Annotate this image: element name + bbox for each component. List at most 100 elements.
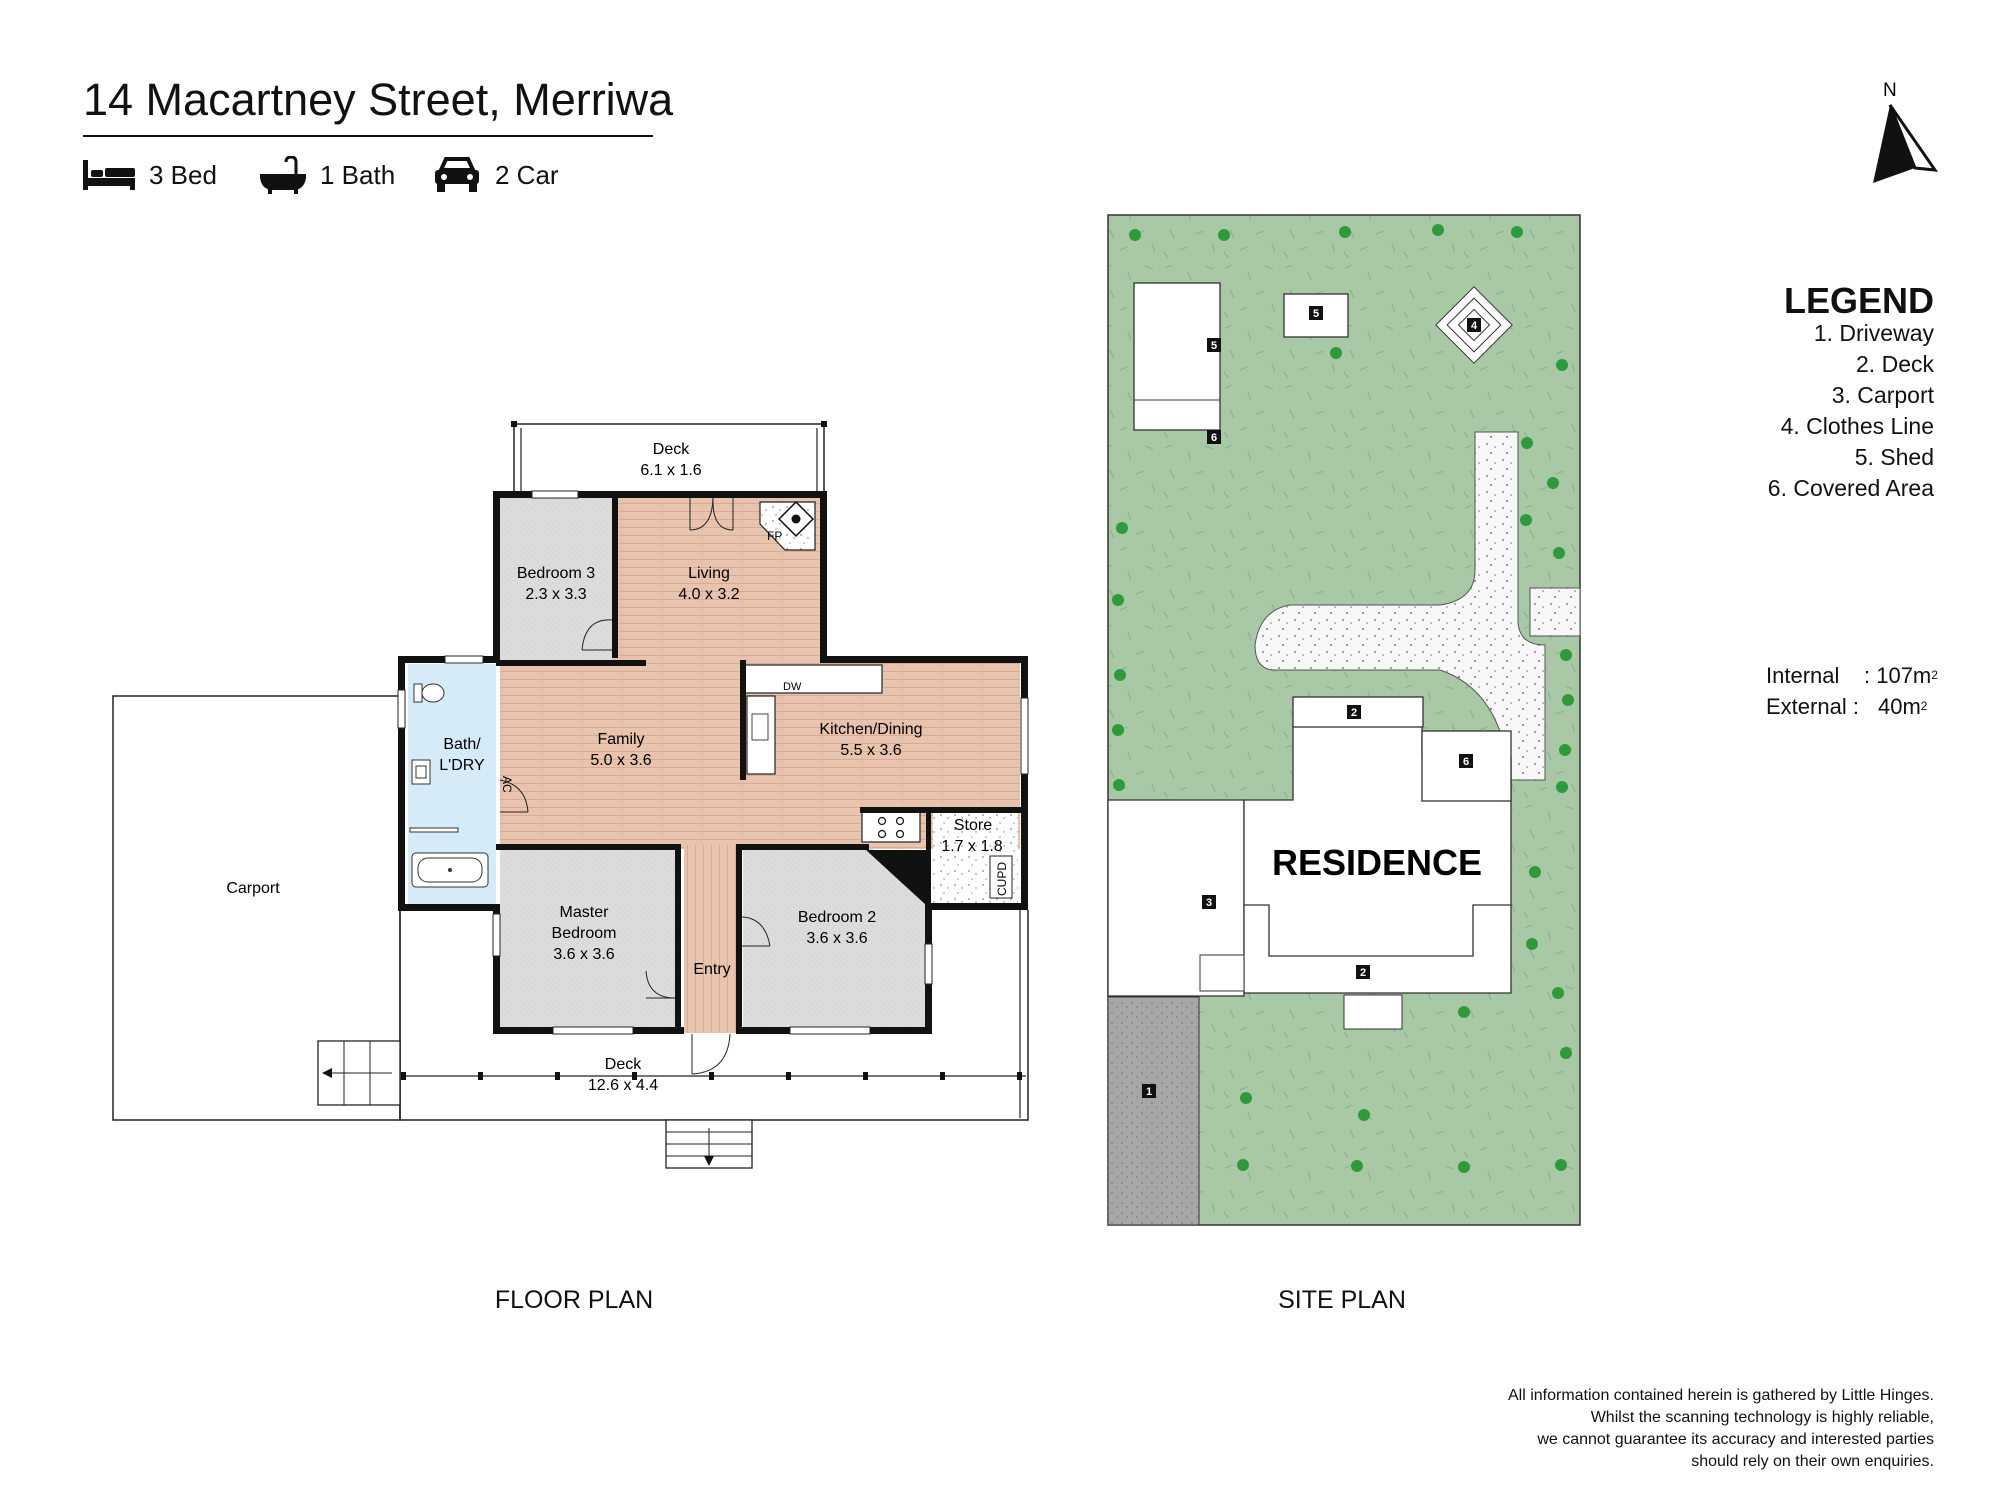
driveway bbox=[1107, 996, 1200, 1226]
door-swings bbox=[499, 497, 771, 1075]
title-divider bbox=[83, 135, 653, 137]
garden-path bbox=[1254, 431, 1546, 781]
site-plan-caption: SITE PLAN bbox=[1278, 1286, 1406, 1314]
bedroom3-floor bbox=[500, 498, 612, 660]
feature-bath-label: 1 Bath bbox=[320, 159, 396, 190]
front-deck-size: 12.6 x 4.4 bbox=[588, 1077, 658, 1094]
legend-item: 1. Driveway bbox=[1813, 320, 1934, 346]
legend-item: 3. Carport bbox=[1831, 382, 1934, 408]
north-label: N bbox=[1883, 80, 1897, 101]
carport-steps bbox=[317, 1040, 401, 1106]
marker-shed-small: 5 bbox=[1313, 308, 1319, 320]
ac-label: AC bbox=[500, 776, 514, 793]
area-unit-superscript: 2 bbox=[1931, 668, 1938, 682]
family-size: 5.0 x 3.6 bbox=[590, 752, 651, 769]
store-label: Store bbox=[954, 817, 992, 834]
feature-car: 2 Car bbox=[433, 155, 559, 195]
kitchen-size: 5.5 x 3.6 bbox=[840, 742, 901, 759]
bathtub-icon bbox=[411, 852, 489, 888]
front-deck-label: Deck bbox=[605, 1056, 642, 1073]
master-bedroom-floor bbox=[500, 849, 675, 1030]
disclaimer: All information contained herein is gath… bbox=[1508, 1385, 1934, 1473]
laundry-bench bbox=[409, 827, 459, 833]
bedroom3-size: 2.3 x 3.3 bbox=[525, 586, 586, 603]
rear-deck-outline bbox=[513, 423, 825, 491]
car-icon bbox=[435, 157, 479, 192]
disclaimer-line: Whilst the scanning technology is highly… bbox=[1590, 1409, 1934, 1426]
bedroom2-floor bbox=[743, 849, 925, 1030]
external-area-value: 40m bbox=[1878, 694, 1921, 719]
legend-title: LEGEND bbox=[1783, 280, 1934, 321]
master-size: 3.6 x 3.6 bbox=[553, 946, 614, 963]
basin-icon bbox=[411, 759, 431, 785]
area-unit-superscript: 2 bbox=[1920, 699, 1928, 713]
disclaimer-line: we cannot guarantee its accuracy and int… bbox=[1537, 1431, 1934, 1448]
legend-item: 5. Shed bbox=[1854, 444, 1934, 470]
bedroom2-size: 3.6 x 3.6 bbox=[806, 930, 867, 947]
property-address-title: 14 Macartney Street, Merriwa bbox=[83, 74, 674, 125]
legend-list: 1. Driveway 2. Deck 3. Carport 4. Clothe… bbox=[1768, 318, 1934, 504]
marker-covered-area: 6 bbox=[1463, 756, 1469, 768]
site-plan: RESIDENCE 1 2 2 bbox=[1107, 214, 1581, 1226]
internal-area-value: : 107m bbox=[1864, 663, 1932, 688]
fireplace-label: FP bbox=[767, 529, 782, 543]
feature-bed-label: 3 Bed bbox=[149, 159, 217, 190]
kitchen-sink-icon bbox=[751, 713, 769, 741]
floor-plan-caption: FLOOR PLAN bbox=[494, 1286, 654, 1314]
entry-floor bbox=[684, 845, 736, 1033]
legend-item: 4. Clothes Line bbox=[1780, 413, 1934, 439]
carport-label: Carport bbox=[226, 880, 280, 897]
bed-icon bbox=[83, 160, 135, 190]
residence bbox=[1107, 696, 1512, 1030]
marker-covered-area-shed: 6 bbox=[1211, 432, 1217, 444]
master-label-line2: Bedroom bbox=[552, 925, 617, 942]
windows bbox=[397, 490, 1029, 1035]
kitchen-bench-top bbox=[744, 664, 883, 694]
living-label: Living bbox=[688, 565, 730, 582]
living-size: 4.0 x 3.2 bbox=[678, 586, 739, 603]
cupboard-label: CUPD bbox=[995, 862, 1009, 896]
north-compass-icon: N bbox=[1873, 80, 1939, 183]
master-label-line1: Master bbox=[560, 904, 610, 921]
store-size: 1.7 x 1.8 bbox=[941, 838, 1002, 855]
store-cupboard bbox=[989, 855, 1013, 899]
bedroom2-label: Bedroom 2 bbox=[798, 909, 876, 926]
cooktop bbox=[861, 811, 921, 843]
fireplace-icon: FP bbox=[759, 500, 816, 551]
disclaimer-line: should rely on their own enquiries. bbox=[1691, 1453, 1934, 1470]
dishwasher-label: DW bbox=[783, 681, 802, 693]
trees bbox=[1112, 224, 1574, 1173]
legend-item: 6. Covered Area bbox=[1767, 475, 1934, 501]
residence-label: RESIDENCE bbox=[1272, 842, 1482, 883]
marker-carport: 3 bbox=[1206, 897, 1212, 909]
marker-driveway: 1 bbox=[1146, 1086, 1152, 1098]
marker-clothes-line: 4 bbox=[1471, 320, 1478, 332]
legend-item: 2. Deck bbox=[1856, 351, 1934, 377]
internal-area-label: Internal bbox=[1766, 663, 1840, 688]
marker-shed-large: 5 bbox=[1211, 340, 1217, 352]
rear-deck-label: Deck bbox=[653, 441, 690, 458]
bedroom3-label: Bedroom 3 bbox=[517, 565, 595, 582]
front-steps bbox=[665, 1119, 753, 1169]
feature-car-label: 2 Car bbox=[495, 159, 559, 190]
feature-bath: 1 Bath bbox=[260, 155, 395, 195]
feature-bed: 3 Bed bbox=[83, 155, 217, 195]
deck-posts bbox=[401, 1072, 1022, 1080]
marker-front-deck: 2 bbox=[1360, 967, 1366, 979]
rear-deck-size: 6.1 x 1.6 bbox=[640, 462, 701, 479]
bath-label-line1: Bath/ bbox=[443, 736, 481, 753]
bath-icon bbox=[260, 156, 306, 194]
external-area-label: External : bbox=[1766, 694, 1859, 719]
shed-large bbox=[1133, 282, 1221, 431]
marker-rear-deck: 2 bbox=[1351, 707, 1357, 719]
cooktop-burners-icon bbox=[877, 816, 905, 839]
kitchen-label: Kitchen/Dining bbox=[819, 721, 922, 738]
path-spur bbox=[1529, 587, 1581, 637]
floor-plan: Carport Deck 12.6 x bbox=[112, 421, 1029, 1169]
disclaimer-line: All information contained herein is gath… bbox=[1507, 1387, 1934, 1404]
site-front-steps bbox=[1343, 994, 1403, 1030]
toilet-icon bbox=[413, 683, 445, 703]
